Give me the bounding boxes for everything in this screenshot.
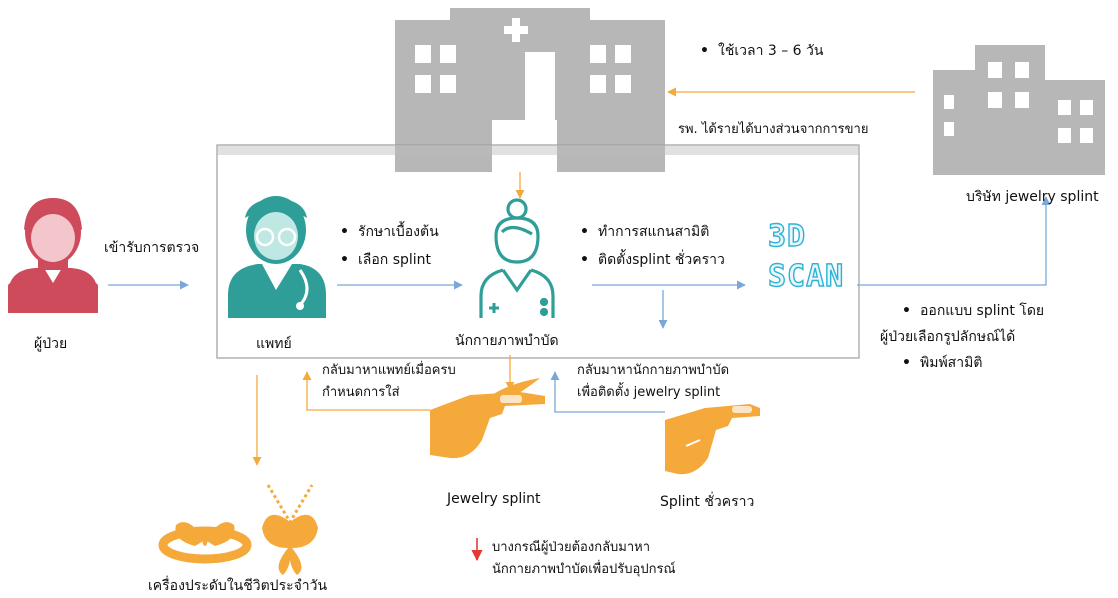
doctor-icon xyxy=(228,196,326,318)
doctor-label: แพทย์ xyxy=(256,336,292,352)
duration-note: ใช้เวลา 3 – 6 วัน xyxy=(700,40,823,62)
company-action-1: ออกแบบ splint โดย xyxy=(902,298,1044,324)
return-doctor-line-1: กลับมาหาแพทย์เมื่อครบ xyxy=(322,363,456,378)
therapist-task-list: ทำการสแกนสามิติ ติดตั้งsplint ชั่วคราว xyxy=(580,218,725,274)
doctor-task-2: เลือก splint xyxy=(340,246,439,274)
adjustment-note-line-2: นักกายภาพบำบัดเพื่อปรับอุปกรณ์ xyxy=(492,562,676,578)
temporary-splint-label: Splint ชั่วคราว xyxy=(660,494,755,510)
therapist-icon xyxy=(479,198,555,318)
company-action-2: พิมพ์สามิติ xyxy=(902,350,1044,376)
patient-label: ผู้ป่วย xyxy=(34,336,68,352)
hospital-building-icon xyxy=(395,8,665,172)
company-building-icon xyxy=(933,45,1105,175)
patient-icon xyxy=(8,198,98,313)
daily-jewelry-label: เครื่องประดับในชีวิตประจำวัน xyxy=(148,578,328,594)
scan-line-2: SCAN xyxy=(767,259,845,294)
return-doctor-line-2: กำหนดการใส่ xyxy=(322,385,400,401)
butterfly-necklace-icon xyxy=(262,484,318,575)
adjustment-note: บางกรณีผู้ป่วยต้องกลับมาหา นักกายภาพบำบั… xyxy=(492,540,676,579)
doctor-task-1: รักษาเบื้องต้น xyxy=(340,218,439,246)
return-therapist-line-2: เพื่อติดตั้ง jewelry splint xyxy=(577,385,721,401)
process-box xyxy=(216,144,860,359)
company-action-list: ออกแบบ splint โดย ผู้ป่วยเลือกรูปลักษณ์ไ… xyxy=(880,298,1044,376)
hand-jewelry-splint-icon xyxy=(430,378,545,459)
company-action-1-cont: ผู้ป่วยเลือกรูปลักษณ์ได้ xyxy=(880,329,1016,345)
hand-temporary-splint-icon xyxy=(665,404,760,475)
return-doctor-note: กลับมาหาแพทย์เมื่อครบ กำหนดการใส่ xyxy=(322,363,456,402)
visit-label: เข้ารับการตรวจ xyxy=(104,240,200,256)
flow-arrows xyxy=(108,87,1051,562)
therapist-task-1: ทำการสแกนสามิติ xyxy=(580,218,725,246)
jewelry-splint-label: Jewelry splint xyxy=(447,491,541,507)
therapist-label: นักกายภาพบำบัด xyxy=(455,333,559,349)
adjustment-note-line-1: บางกรณีผู้ป่วยต้องกลับมาหา xyxy=(492,540,651,555)
return-therapist-line-1: กลับมาหานักกายภาพบำบัด xyxy=(577,363,730,378)
3d-scan-text-icon: 3D SCAN xyxy=(767,219,845,294)
hospital-income-note: รพ. ได้รายได้บางส่วนจากการขาย xyxy=(678,122,869,137)
company-label: บริษัท jewelry splint xyxy=(966,189,1099,205)
doctor-task-list: รักษาเบื้องต้น เลือก splint xyxy=(340,218,439,274)
butterfly-ring-icon xyxy=(158,522,252,564)
therapist-task-2: ติดตั้งsplint ชั่วคราว xyxy=(580,246,725,274)
scan-line-1: 3D xyxy=(767,219,807,254)
return-therapist-note: กลับมาหานักกายภาพบำบัด เพื่อติดตั้ง jewe… xyxy=(577,363,729,402)
